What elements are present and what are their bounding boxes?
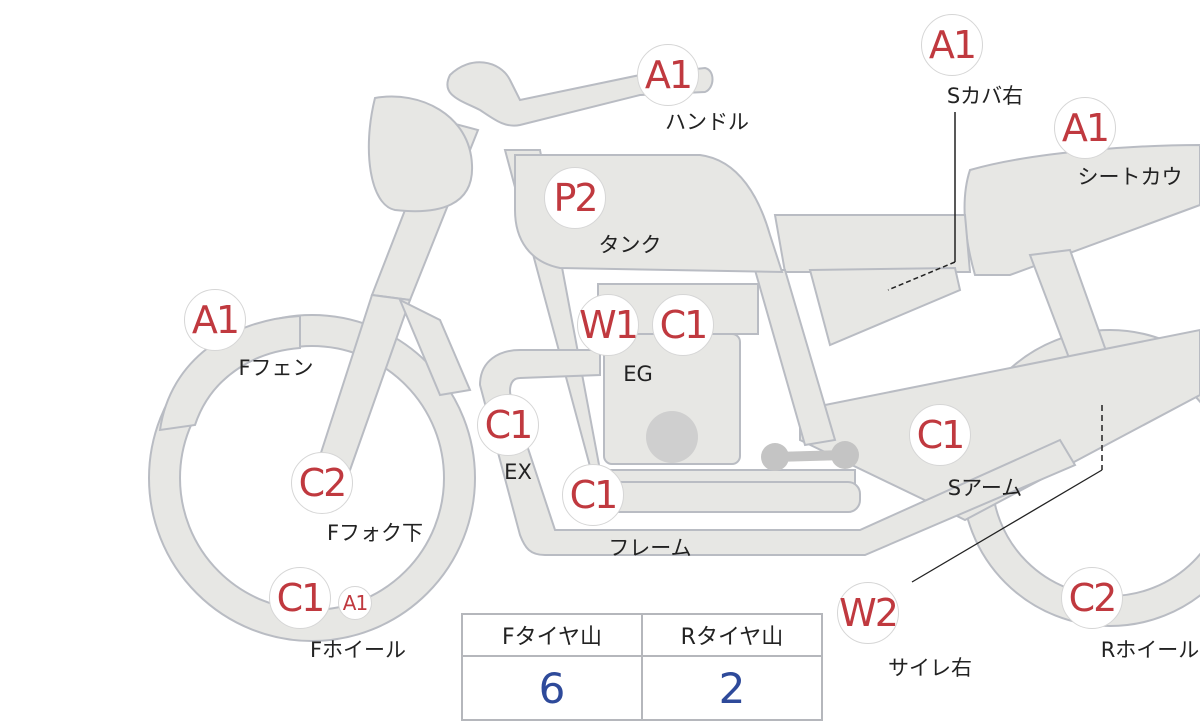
label-silencer-right: サイレ右 (888, 656, 972, 680)
header-rear-tire: Rタイヤ山 (641, 613, 823, 657)
grade-badge-handlebar: A1 (637, 44, 699, 106)
grade-badge-front-fender: A1 (184, 289, 246, 351)
label-swingarm: Sアーム (947, 476, 1023, 500)
swingarm (799, 328, 1200, 522)
label-exhaust: EX (504, 460, 532, 484)
tire-tread-table: Fタイヤ山 Rタイヤ山 6 2 (461, 613, 823, 721)
grade-badge-tank: P2 (544, 167, 606, 229)
front-fender (158, 314, 301, 432)
grade-badge-engine-2: C1 (652, 294, 714, 356)
label-front-wheel: Fホイール (309, 638, 407, 662)
grade-badge-exhaust: C1 (477, 394, 539, 456)
label-rear-wheel: Rホイール (1100, 638, 1200, 662)
label-frame: フレーム (608, 536, 692, 560)
label-front-fender: Fフェン (238, 356, 314, 380)
fork-brace (398, 297, 472, 397)
label-handlebar: ハンドル (665, 110, 749, 134)
value-front-tire: 6 (461, 655, 643, 721)
grade-badge-frame: C1 (562, 464, 624, 526)
engine-cover (646, 411, 698, 463)
grade-badge-engine-1: W1 (577, 294, 639, 356)
grade-badge-silencer-right: W2 (837, 582, 899, 644)
label-tank: タンク (598, 233, 662, 257)
label-engine: EG (623, 362, 653, 386)
value-rear-tire: 2 (641, 655, 823, 721)
side-cover (808, 266, 962, 347)
grade-badge-swingarm: C1 (909, 404, 971, 466)
footpeg (761, 441, 859, 471)
label-fork-lower: Fフォク下 (326, 521, 424, 545)
grade-badge-rear-wheel: C2 (1061, 567, 1123, 629)
grade-badge-front-wheel-2: A1 (338, 586, 372, 620)
label-side-cover-right: Sカバ右 (946, 84, 1024, 108)
headlight (367, 95, 474, 213)
header-front-tire: Fタイヤ山 (461, 613, 643, 657)
grade-badge-side-cover-right: A1 (921, 14, 983, 76)
label-seat-cowl: シートカウ (1077, 165, 1183, 189)
grade-badge-front-wheel-1: C1 (269, 567, 331, 629)
frame-lower (478, 349, 1077, 556)
seat (773, 214, 972, 273)
grade-badge-seat-cowl: A1 (1054, 97, 1116, 159)
grade-badge-fork-lower: C2 (291, 452, 353, 514)
